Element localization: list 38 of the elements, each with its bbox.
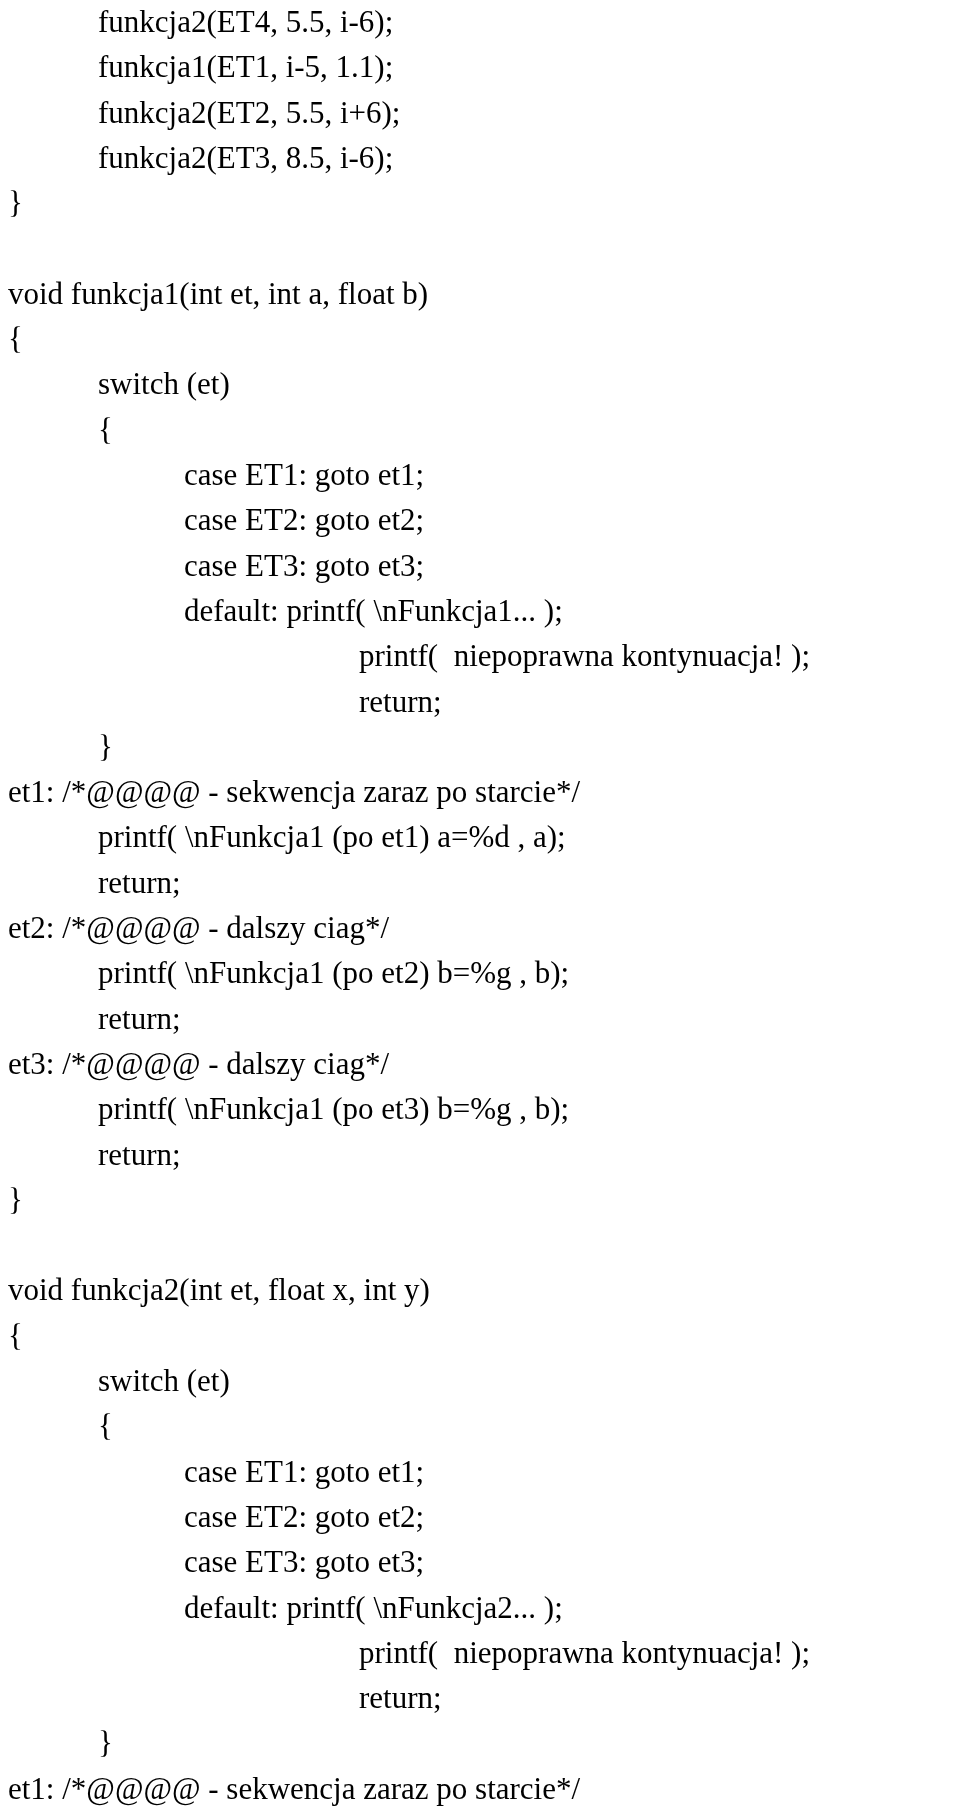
code-line: case ET3: goto et3; xyxy=(184,547,425,584)
code-line: printf( niepoprawna kontynuacja! ); xyxy=(359,638,811,675)
code-line: switch (et) xyxy=(98,1363,230,1399)
code-line: et1: /*@@@@ - sekwencja zaraz po starcie*/ xyxy=(8,774,581,811)
code-brace: } xyxy=(8,1181,23,1218)
code-line: funkcja2(ET2, 5.5, i+6); xyxy=(98,94,401,131)
code-line: et2: /*@@@@ - dalszy ciag*/ xyxy=(8,910,390,946)
code-line: case ET1: goto et1; xyxy=(184,1453,425,1490)
code-line: default: printf( \nFunkcja2... ); xyxy=(184,1589,563,1626)
code-line: case ET2: goto et2; xyxy=(184,502,425,539)
code-line: return; xyxy=(359,1680,442,1717)
code-brace: { xyxy=(8,1317,23,1354)
code-line: et1: /*@@@@ - sekwencja zaraz po starcie*/ xyxy=(8,1770,581,1807)
code-line: funkcja1(ET1, i-5, 1.1); xyxy=(98,49,394,86)
code-line: funkcja2(ET3, 8.5, i-6); xyxy=(98,139,394,176)
code-brace: { xyxy=(98,1408,113,1445)
code-line: case ET3: goto et3; xyxy=(184,1544,425,1581)
code-line: return; xyxy=(98,1000,181,1037)
code-line: et3: /*@@@@ - dalszy ciag*/ xyxy=(8,1045,390,1082)
code-line: void funkcja2(int et, float x, int y) xyxy=(8,1272,430,1309)
code-brace: } xyxy=(98,1725,113,1762)
code-line: return; xyxy=(98,864,181,901)
code-line: printf( \nFunkcja1 (po et1) a=%d , a); xyxy=(98,819,566,856)
code-line: switch (et) xyxy=(98,366,230,403)
code-line: case ET2: goto et2; xyxy=(184,1498,425,1535)
code-brace: } xyxy=(8,185,23,222)
code-line: return; xyxy=(98,1136,181,1173)
code-brace: { xyxy=(98,411,113,448)
code-line: funkcja2(ET4, 5.5, i-6); xyxy=(98,4,394,40)
code-brace: { xyxy=(8,321,23,358)
code-line: return; xyxy=(359,683,442,720)
code-line: printf( \nFunkcja1 (po et2) b=%g , b); xyxy=(98,955,570,992)
code-line: printf( niepoprawna kontynuacja! ); xyxy=(359,1634,811,1671)
code-line: case ET1: goto et1; xyxy=(184,457,425,493)
code-brace: } xyxy=(98,728,113,765)
code-line: printf( \nFunkcja1 (po et3) b=%g , b); xyxy=(98,1091,570,1128)
code-line: void funkcja1(int et, int a, float b) xyxy=(8,275,429,312)
code-line: default: printf( \nFunkcja1... ); xyxy=(184,592,563,629)
